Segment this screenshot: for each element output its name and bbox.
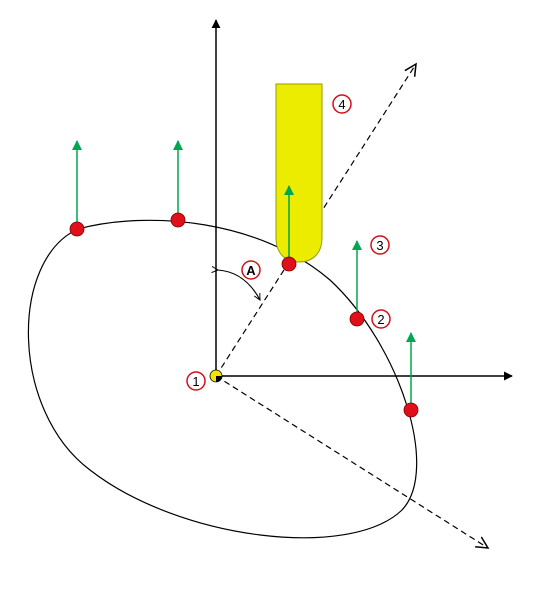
red-dot-icon (281, 256, 297, 272)
angle-label: A (241, 260, 261, 280)
label-2: 2 (371, 309, 391, 329)
red-dot-icon (170, 212, 186, 228)
label-1-text: 1 (192, 374, 199, 389)
red-dot-icon (69, 221, 85, 237)
angle-label-text: A (246, 263, 256, 278)
red-dot-icon (349, 311, 365, 327)
label-1: 1 (186, 371, 206, 391)
label-4: 4 (332, 94, 352, 114)
ellipse-path (27, 219, 418, 539)
angle-arc (218, 270, 260, 300)
label-3-text: 3 (376, 238, 383, 253)
dashed-axis-lower (215, 375, 488, 548)
red-dot-icon (403, 402, 419, 418)
label-2-text: 2 (377, 312, 384, 327)
label-4-text: 4 (338, 97, 345, 112)
origin-half-disc-icon (209, 369, 223, 383)
ball-end-mill-icon (275, 83, 323, 263)
label-3: 3 (370, 235, 390, 255)
